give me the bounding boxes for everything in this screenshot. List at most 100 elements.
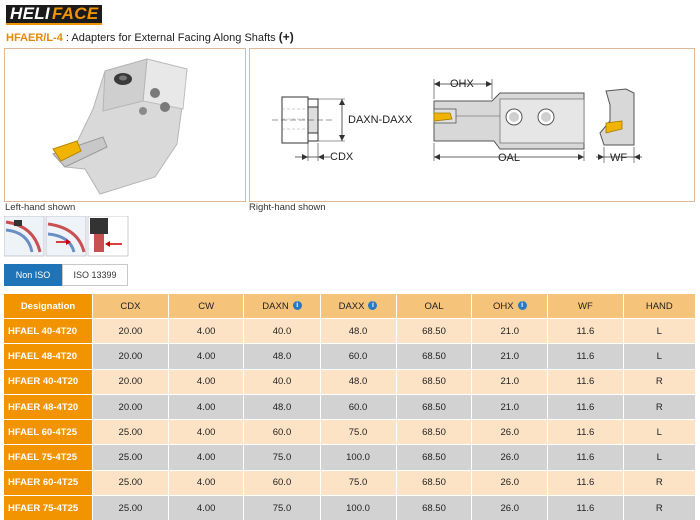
column-header-cw[interactable]: CW	[168, 294, 245, 319]
page-title: HFAER/L-4 : Adapters for External Facing…	[6, 30, 294, 44]
cell-ohx: 26.0	[471, 495, 549, 520]
cell-oal: 68.50	[396, 495, 473, 520]
wf-label: WF	[610, 152, 627, 164]
info-icon[interactable]: i	[517, 301, 527, 311]
cell-designation[interactable]: HFAER 60-4T25	[4, 469, 93, 496]
cell-daxx: 48.0	[320, 317, 397, 344]
cell-wf: 11.6	[547, 419, 624, 445]
tab-iso-13399[interactable]: ISO 13399	[62, 264, 128, 286]
daxn-daxx-label: DAXN-DAXX	[348, 114, 413, 126]
cell-daxn: 48.0	[243, 343, 321, 370]
cell-cdx: 20.00	[92, 343, 169, 370]
cell-daxx: 75.0	[320, 419, 397, 445]
column-header-designation[interactable]: Designation	[4, 294, 93, 319]
product-image-panel	[4, 48, 246, 202]
cell-wf: 11.6	[547, 469, 624, 496]
cell-daxx: 100.0	[320, 495, 397, 520]
tab-non-iso[interactable]: Non ISO	[4, 264, 62, 286]
cell-hand: R	[623, 368, 697, 395]
right-caption: Right-hand shown	[249, 202, 326, 213]
cell-ohx: 26.0	[471, 419, 549, 445]
ohx-label: OHX	[450, 78, 475, 90]
oal-label: OAL	[498, 152, 520, 164]
cell-hand: L	[623, 317, 697, 344]
cell-designation[interactable]: HFAEL 40-4T20	[4, 317, 93, 344]
cell-wf: 11.6	[547, 393, 624, 420]
cell-daxx: 100.0	[320, 444, 397, 471]
cell-oal: 68.50	[396, 317, 473, 344]
cell-cdx: 25.00	[92, 469, 169, 496]
cell-daxn: 60.0	[243, 419, 321, 445]
cell-oal: 68.50	[396, 343, 473, 370]
product-description: Adapters for External Facing Along Shaft…	[71, 32, 276, 44]
cell-cdx: 25.00	[92, 444, 169, 471]
cell-designation[interactable]: HFAEL 75-4T25	[4, 444, 93, 471]
cell-cw: 4.00	[168, 419, 245, 445]
cell-designation[interactable]: HFAEL 48-4T20	[4, 343, 93, 370]
cell-designation[interactable]: HFAEL 60-4T25	[4, 419, 93, 445]
cell-daxn: 60.0	[243, 469, 321, 496]
cell-ohx: 21.0	[471, 317, 549, 344]
info-icon[interactable]: i	[368, 301, 378, 311]
column-header-hand[interactable]: HAND	[623, 294, 697, 319]
column-header-cdx[interactable]: CDX	[92, 294, 169, 319]
column-header-daxn-label: DAXN	[262, 300, 289, 312]
tab-non-iso-label: Non ISO	[15, 270, 51, 280]
cell-cw: 4.00	[168, 368, 245, 395]
cell-hand: R	[623, 469, 697, 496]
cell-oal: 68.50	[396, 393, 473, 420]
cdx-label: CDX	[330, 151, 354, 163]
column-header-oal[interactable]: OAL	[396, 294, 473, 319]
shaft-facing-icon-2	[45, 215, 87, 257]
cell-hand: L	[623, 343, 697, 370]
column-header-wf[interactable]: WF	[547, 294, 624, 319]
cell-wf: 11.6	[547, 317, 624, 344]
adapter-illustration	[52, 58, 188, 195]
cell-designation[interactable]: HFAER 40-4T20	[4, 368, 93, 395]
plus-symbol: (+)	[278, 30, 294, 44]
dimension-drawing: DAXN-DAXX CDX OHX OAL WF	[272, 78, 642, 164]
cell-daxn: 75.0	[243, 495, 321, 520]
cell-hand: R	[623, 393, 697, 420]
cell-daxx: 60.0	[320, 343, 397, 370]
shaft-facing-icon-3	[87, 215, 129, 257]
cell-oal: 68.50	[396, 419, 473, 445]
application-icons	[3, 215, 130, 258]
cell-cw: 4.00	[168, 444, 245, 471]
product-code: HFAER/L-4	[6, 32, 63, 44]
cell-ohx: 26.0	[471, 469, 549, 496]
cell-cw: 4.00	[168, 317, 245, 344]
cell-daxn: 40.0	[243, 317, 321, 344]
cell-designation[interactable]: HFAER 48-4T20	[4, 393, 93, 420]
cell-hand: L	[623, 419, 697, 445]
cell-cdx: 25.00	[92, 495, 169, 520]
brand-logo-part2: FACE	[51, 5, 103, 25]
cell-wf: 11.6	[547, 368, 624, 395]
cell-oal: 68.50	[396, 444, 473, 471]
title-separator: :	[62, 32, 72, 44]
cell-wf: 11.6	[547, 495, 624, 520]
column-header-ohx-label: OHX	[492, 300, 514, 312]
cell-cw: 4.00	[168, 343, 245, 370]
cell-ohx: 21.0	[471, 343, 549, 370]
cell-designation[interactable]: HFAER 75-4T25	[4, 495, 93, 520]
info-icon[interactable]: i	[292, 301, 302, 311]
cell-ohx: 21.0	[471, 368, 549, 395]
cell-ohx: 26.0	[471, 444, 549, 471]
cell-daxx: 75.0	[320, 469, 397, 496]
cell-wf: 11.6	[547, 444, 624, 471]
cell-daxn: 48.0	[243, 393, 321, 420]
dimension-drawing-panel: DAXN-DAXX CDX OHX OAL WF	[249, 48, 695, 202]
